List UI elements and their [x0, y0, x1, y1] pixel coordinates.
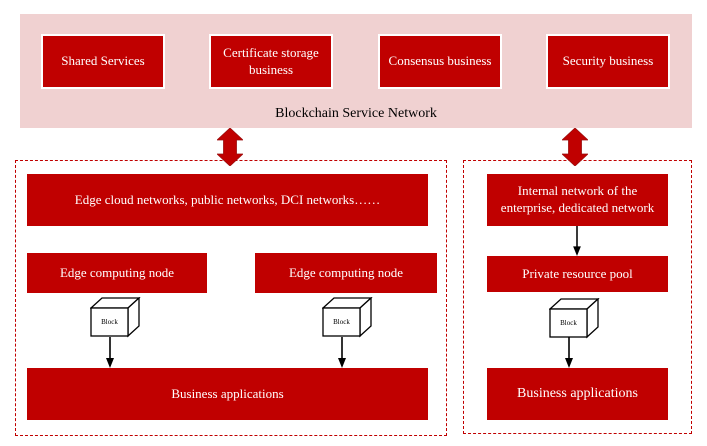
down-arrow-icon — [106, 337, 114, 368]
service-box-consensus: Consensus business — [378, 34, 502, 89]
updown-arrow-icon-right — [562, 128, 588, 166]
service-box-certificate-storage: Certificate storage business — [209, 34, 333, 89]
service-box-shared-services: Shared Services — [41, 34, 165, 89]
block-cube-icon: Block — [89, 296, 141, 339]
blockchain-network-label: Blockchain Service Network — [275, 106, 437, 121]
private-resource-pool-box: Private resource pool — [487, 256, 668, 292]
edge-computing-node-box-1: Edge computing node — [27, 253, 207, 293]
service-box-label: Shared Services — [61, 53, 145, 69]
business-applications-box-right: Business applications — [487, 368, 668, 420]
service-box-label: Security business — [562, 53, 654, 69]
edge-node-label: Edge computing node — [59, 264, 175, 280]
business-applications-label: Business applications — [171, 385, 284, 401]
block-cube-label: Block — [333, 318, 350, 326]
down-arrow-icon — [338, 337, 346, 368]
internal-network-box: Internal network of the enterprise, dedi… — [487, 174, 668, 226]
down-arrow-icon — [573, 226, 581, 256]
service-box-label: Consensus business — [388, 53, 492, 69]
updown-arrow-icon-left — [217, 128, 243, 166]
service-box-security: Security business — [546, 34, 670, 89]
business-applications-box-left: Business applications — [27, 368, 428, 420]
edge-cloud-networks-box: Edge cloud networks, public networks, DC… — [27, 174, 428, 226]
edge-computing-node-box-2: Edge computing node — [255, 253, 437, 293]
private-resource-pool-label: Private resource pool — [522, 265, 633, 281]
block-cube-label: Block — [101, 318, 118, 326]
block-cube-icon: Block — [548, 297, 600, 340]
edge-cloud-networks-label: Edge cloud networks, public networks, DC… — [74, 191, 381, 207]
down-arrow-icon — [565, 337, 573, 368]
internal-network-label: Internal network of the enterprise, dedi… — [500, 183, 655, 215]
block-cube-icon: Block — [321, 296, 373, 339]
edge-node-label: Edge computing node — [288, 264, 404, 280]
block-cube-label: Block — [560, 319, 577, 327]
business-applications-label: Business applications — [517, 385, 638, 401]
service-box-label: Certificate storage business — [223, 45, 319, 77]
